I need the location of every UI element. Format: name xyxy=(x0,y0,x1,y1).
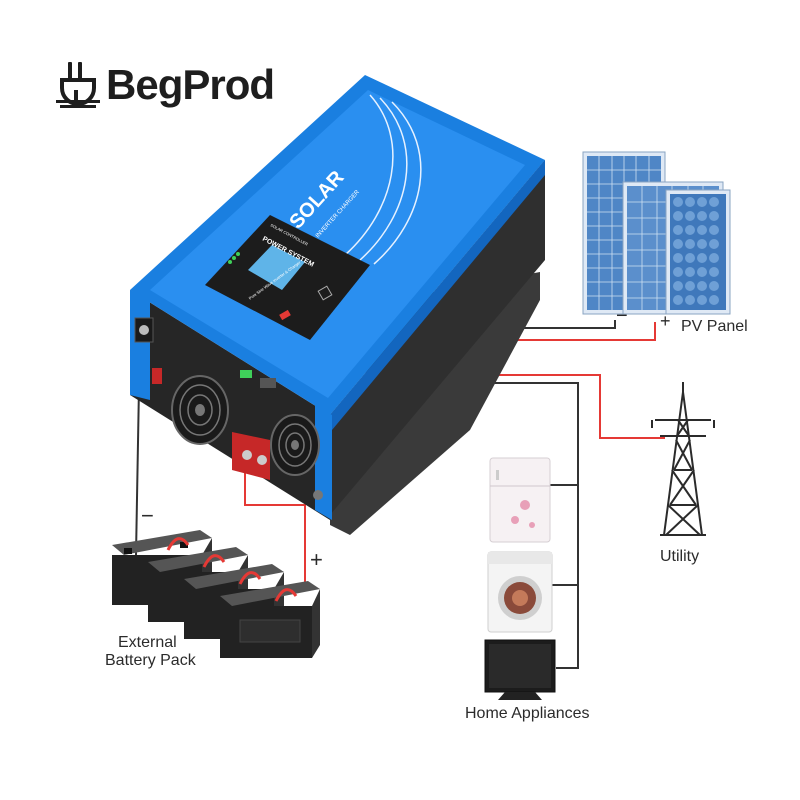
comm-port xyxy=(260,378,276,388)
battery-negative-terminal xyxy=(135,318,153,342)
ground-screw xyxy=(313,490,323,500)
battery-plus-sign: + xyxy=(310,550,323,569)
utility-wire xyxy=(468,375,665,438)
washing-machine xyxy=(488,552,552,632)
status-led-1 xyxy=(228,260,232,264)
status-led-3 xyxy=(236,252,240,256)
pv-minus-sign: − xyxy=(616,307,628,326)
cooling-fan-left xyxy=(172,376,228,444)
pv-panel-front xyxy=(666,190,730,314)
refrigerator xyxy=(490,458,550,542)
pv-panels xyxy=(583,152,730,314)
breaker-switch xyxy=(152,368,162,384)
pv-plus-sign: + xyxy=(660,312,671,331)
battery-positive-terminal xyxy=(232,432,270,480)
battery-label-line2: Battery Pack xyxy=(105,651,196,670)
inverter-unit: SOLAR INVERTER CHARGER POWER SYSTEM SOLA… xyxy=(130,75,545,535)
battery-label-line1: External xyxy=(118,633,177,652)
cooling-fan-right xyxy=(271,415,319,475)
rs232-port xyxy=(240,370,252,378)
utility-tower xyxy=(652,382,714,535)
pv-panel-label: PV Panel xyxy=(681,317,748,336)
utility-label: Utility xyxy=(660,547,699,566)
battery-minus-sign: − xyxy=(141,506,154,525)
television xyxy=(485,640,555,700)
home-appliances-label: Home Appliances xyxy=(465,704,590,723)
status-led-2 xyxy=(232,256,236,260)
